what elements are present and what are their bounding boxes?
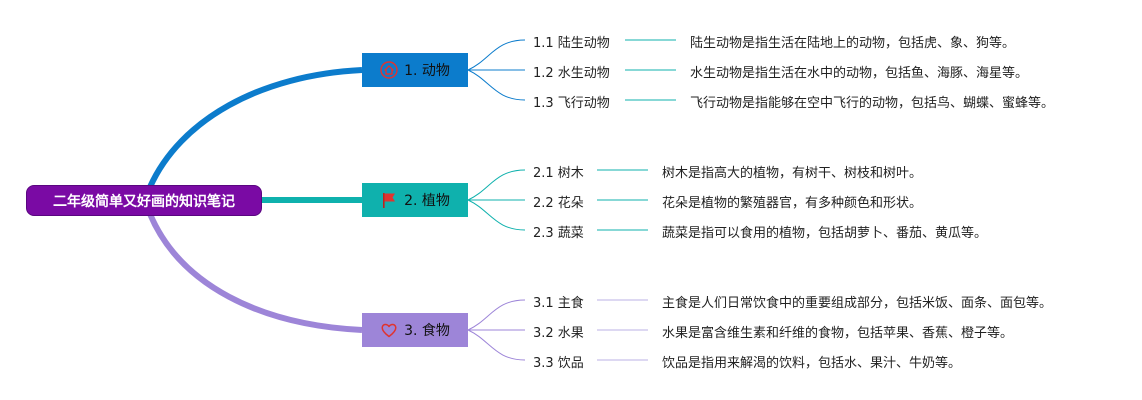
connector-root-branch1: [147, 67, 363, 189]
desc-1-1: 陆生动物是指生活在陆地上的动物，包括虎、象、狗等。: [690, 36, 1016, 51]
desc-1-3: 飞行动物是指能够在空中飞行的动物，包括鸟、蝴蝶、蜜蜂等。: [690, 96, 1055, 111]
branch-plants[interactable]: 2. 植物: [362, 183, 468, 217]
leaf-2-3[interactable]: 2.3 蔬菜: [533, 226, 584, 241]
branch-food[interactable]: 3. 食物: [362, 313, 468, 347]
flag-icon: [380, 191, 398, 209]
branch-label: 3. 食物: [404, 323, 450, 339]
connector-b1-l3: [467, 69, 526, 101]
connector-b1-l1: [467, 39, 526, 71]
desc-3-2: 水果是富含维生素和纤维的食物，包括苹果、香蕉、橙子等。: [662, 326, 1014, 341]
leaf-2-1[interactable]: 2.1 树木: [533, 166, 584, 181]
branch-label: 2. 植物: [404, 193, 450, 209]
desc-3-3: 饮品是指用来解渴的饮料，包括水、果汁、牛奶等。: [662, 356, 962, 371]
leaf-1-1[interactable]: 1.1 陆生动物: [533, 36, 610, 51]
connector-b2-l1: [467, 169, 526, 201]
connector-b2-l3: [467, 199, 526, 231]
connector-root-branch3: [147, 212, 363, 333]
leaf-2-2[interactable]: 2.2 花朵: [533, 196, 584, 211]
leaf-3-1[interactable]: 3.1 主食: [533, 296, 584, 311]
leaf-3-3[interactable]: 3.3 饮品: [533, 356, 584, 371]
connector-b3-l3: [467, 329, 526, 361]
desc-1-2: 水生动物是指生活在水中的动物，包括鱼、海豚、海星等。: [690, 66, 1029, 81]
connector-b3-l1: [467, 299, 526, 331]
leaf-1-2[interactable]: 1.2 水生动物: [533, 66, 610, 81]
branch-animals[interactable]: 1. 动物: [362, 53, 468, 87]
desc-3-1: 主食是人们日常饮食中的重要组成部分，包括米饭、面条、面包等。: [662, 296, 1053, 311]
branch-label: 1. 动物: [404, 63, 450, 79]
root-title: 二年级简单又好画的知识笔记: [53, 193, 235, 210]
desc-2-2: 花朵是植物的繁殖器官，有多种颜色和形状。: [662, 196, 923, 211]
root-node[interactable]: 二年级简单又好画的知识笔记: [26, 185, 262, 216]
desc-2-3: 蔬菜是指可以食用的植物，包括胡萝卜、番茄、黄瓜等。: [662, 226, 988, 241]
leaf-3-2[interactable]: 3.2 水果: [533, 326, 584, 341]
leaf-1-3[interactable]: 1.3 飞行动物: [533, 96, 610, 111]
heart-icon: [380, 321, 398, 339]
home-icon: [380, 61, 398, 79]
desc-2-1: 树木是指高大的植物，有树干、树枝和树叶。: [662, 166, 923, 181]
